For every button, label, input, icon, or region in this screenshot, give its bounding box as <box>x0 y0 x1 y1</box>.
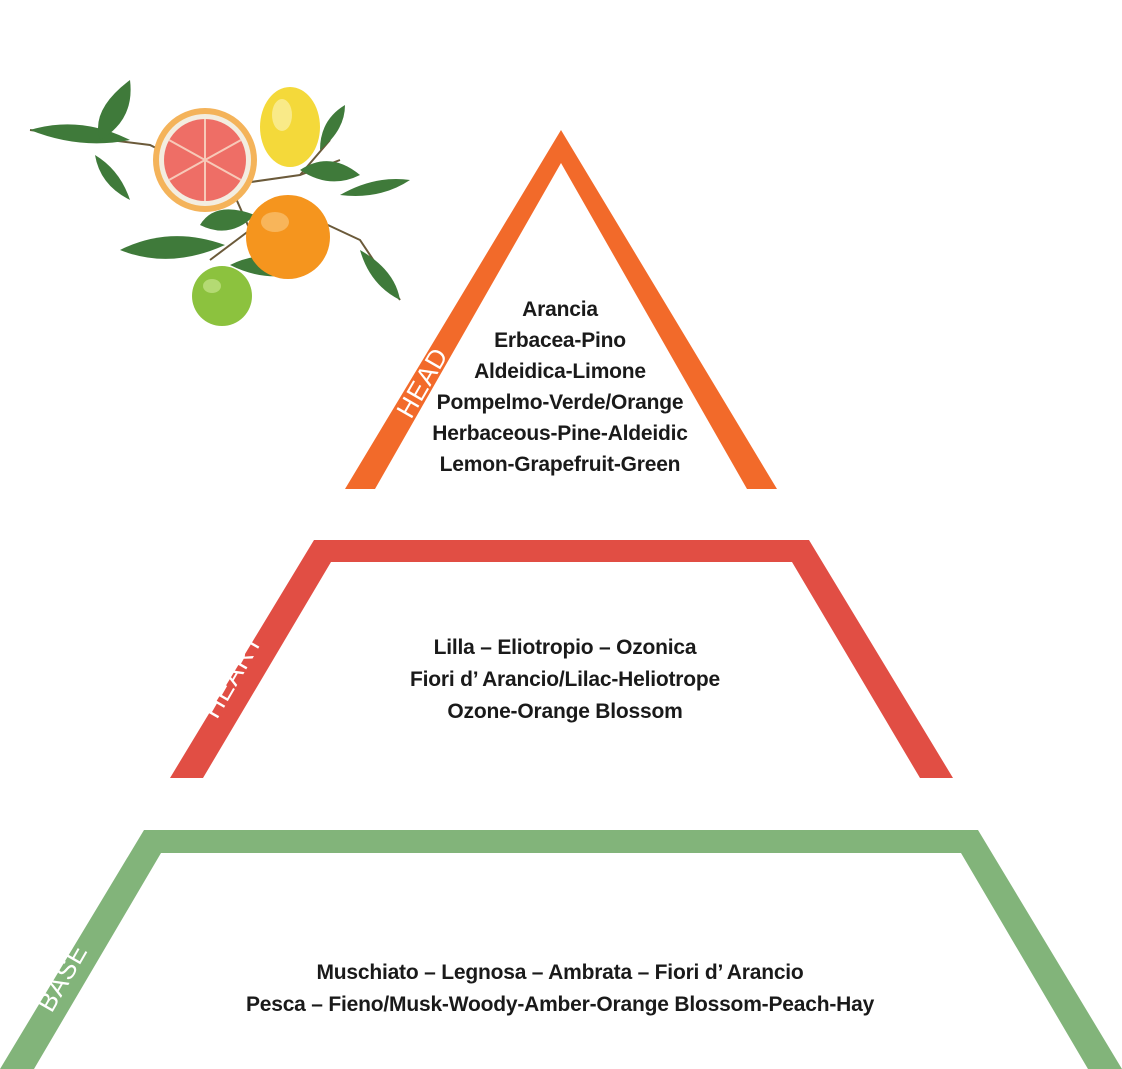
head-tier-outline <box>345 130 777 489</box>
head-note: Erbacea-Pino <box>494 329 626 352</box>
head-note: Arancia <box>522 298 598 321</box>
heart-note: Fiori d’ Arancio/Lilac-Heliotrope <box>410 668 720 691</box>
head-notes: Arancia Erbacea-Pino Aldeidica-Limone Po… <box>380 294 740 480</box>
citrus-fruits-icon <box>29 80 410 326</box>
base-tier: BASE <box>0 830 1122 1069</box>
head-note: Pompelmo-Verde/Orange <box>436 391 684 414</box>
heart-note: Ozone-Orange Blossom <box>447 700 683 723</box>
base-note: Muschiato – Legnosa – Ambrata – Fiori d’… <box>316 961 804 984</box>
base-notes: Muschiato – Legnosa – Ambrata – Fiori d’… <box>100 957 1020 1021</box>
heart-notes: Lilla – Eliotropio – Ozonica Fiori d’ Ar… <box>300 632 830 728</box>
base-tier-outline <box>0 830 1122 1069</box>
base-note: Pesca – Fieno/Musk-Woody-Amber-Orange Bl… <box>245 993 875 1016</box>
heart-note: Lilla – Eliotropio – Ozonica <box>433 636 697 659</box>
head-note: Lemon-Grapefruit-Green <box>439 453 681 476</box>
head-note: Aldeidica-Limone <box>474 360 646 383</box>
head-note: Herbaceous-Pine-Aldeidic <box>432 422 688 445</box>
